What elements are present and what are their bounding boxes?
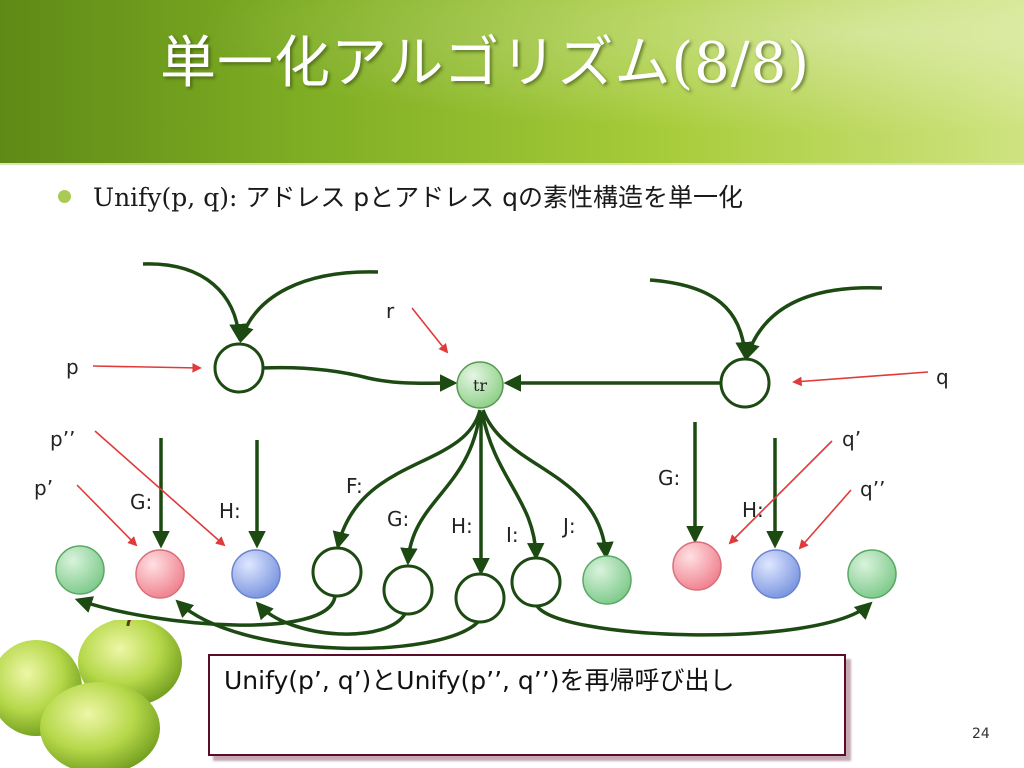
title-banner (0, 0, 1024, 165)
label-q: q (936, 365, 949, 389)
edge-fwd-to-left-h (255, 601, 408, 636)
tr-outgoing-edges (332, 409, 614, 576)
apples-decoration (0, 620, 182, 768)
label-center-f: F: (346, 474, 363, 498)
pointer-q-dprime (798, 489, 852, 550)
q-incoming-edges (649, 278, 883, 361)
node-tr (456, 361, 504, 409)
label-center-h: H: (451, 514, 473, 538)
label-right-g: G: (658, 466, 680, 490)
label-left-g: G: (130, 490, 152, 514)
bullet-dot-icon (58, 189, 71, 203)
node-q-prime-red (672, 541, 722, 591)
pointer-arrows (76, 307, 929, 550)
node-p (213, 342, 265, 394)
pointer-p-prime (76, 484, 138, 547)
pointer-r (411, 307, 449, 354)
node-q (719, 357, 771, 409)
edge-into-q-left (649, 278, 753, 360)
label-p: p (66, 355, 79, 379)
bullet-line: Unify(p, q): アドレス pとアドレス qの素性構造を単一化 (58, 178, 743, 214)
pointer-p-dprime (94, 430, 226, 547)
edge-fwd-to-p-prime (74, 595, 337, 627)
page-number: 24 (972, 726, 990, 742)
bullet-description: アドレス pとアドレス qの素性構造を単一化 (237, 183, 743, 212)
edge-fwd-to-right-green (534, 601, 873, 637)
label-right-h: H: (742, 498, 764, 522)
edge-into-p-right (236, 270, 379, 344)
banner-highlight (0, 0, 1024, 163)
pointer-p (92, 363, 202, 373)
label-p-prime: p’ (34, 476, 53, 500)
bullet-function: Unify(p, q): (93, 183, 238, 212)
node-tr-label: tr (473, 376, 487, 395)
node-p-prime-green (55, 545, 105, 595)
node-left-h-blue (231, 549, 281, 599)
forwarding-edges (74, 595, 873, 651)
label-q-prime: q’ (842, 427, 861, 451)
label-p-dprime: p’’ (50, 427, 75, 451)
label-center-i: I: (506, 523, 519, 547)
apple-icon (0, 620, 182, 768)
pointer-q (792, 371, 929, 387)
label-center-g: G: (387, 507, 409, 531)
edge-p-to-tr (261, 365, 458, 392)
node-right-green (847, 549, 897, 599)
edge-tr-g (400, 411, 482, 566)
node-q-dprime-blue (751, 549, 801, 599)
edge-fwd-to-p-dprime (175, 599, 480, 651)
recursion-note-box: Unify(p’, q’)とUnify(p’’, q’’)を再帰呼び出し (208, 654, 846, 756)
label-r: r (386, 299, 395, 323)
edge-tr-j (481, 409, 614, 560)
node-i-white (510, 556, 562, 608)
edge-tr-i (480, 411, 545, 561)
edge-into-q-right (742, 286, 883, 361)
pointer-q-prime (728, 440, 833, 545)
p-incoming-edges (142, 262, 379, 344)
label-center-j: J: (561, 514, 576, 538)
edge-tr-f (332, 409, 482, 550)
slide-title: 単一化アルゴリズム(8/8) (160, 31, 811, 96)
node-p-dprime-red (135, 549, 185, 599)
edge-into-p-left (142, 262, 247, 342)
label-q-dprime: q’’ (860, 477, 885, 501)
node-j-green (582, 555, 632, 605)
node-f-white (311, 546, 363, 598)
node-h-white (454, 572, 506, 624)
node-g-white (382, 564, 434, 616)
label-left-h: H: (219, 499, 241, 523)
